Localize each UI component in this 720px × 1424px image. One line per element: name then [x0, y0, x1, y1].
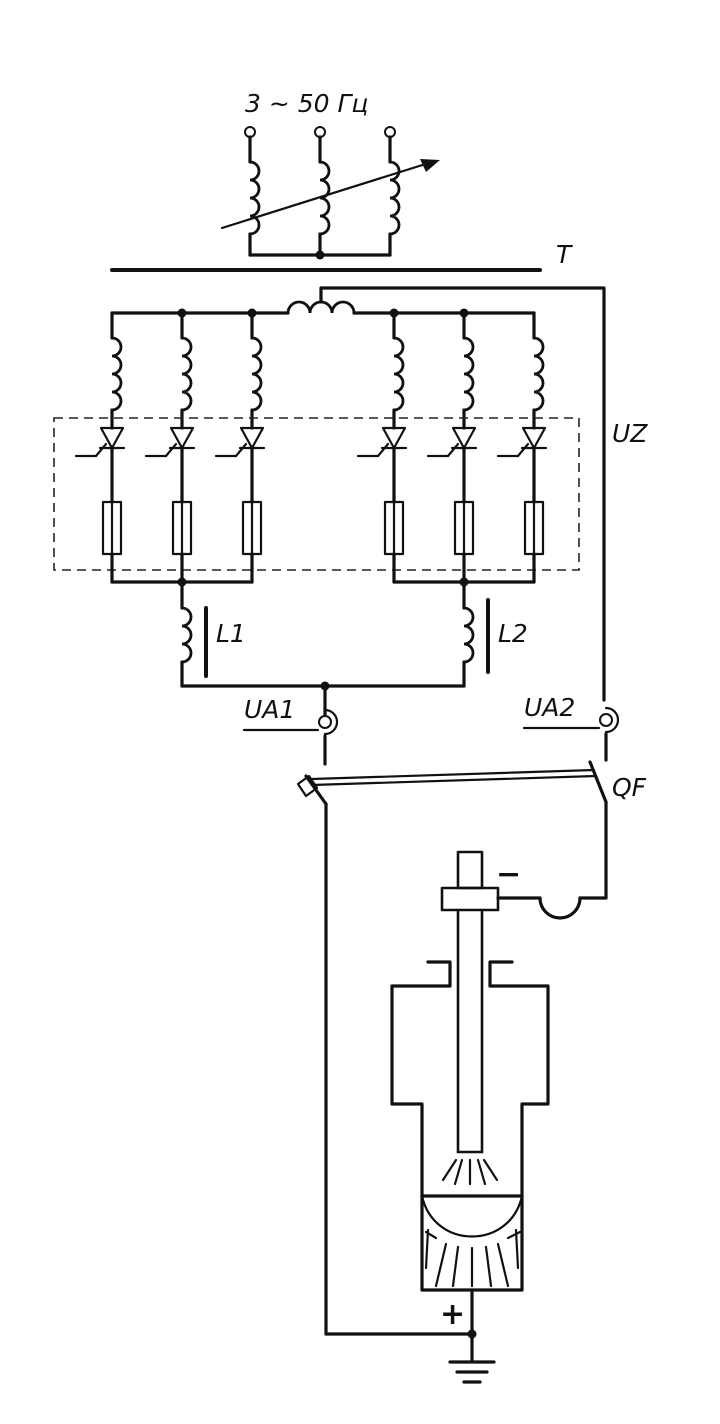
- current-sensor-ua2-label: UA2: [524, 693, 575, 722]
- choke-l1: [180, 580, 208, 688]
- electrode-polarity-sign: −: [496, 857, 521, 892]
- ground-icon: [448, 1360, 496, 1384]
- current-sensor-ua1-label: UA1: [244, 695, 295, 724]
- bath-polarity-sign: +: [440, 1297, 465, 1332]
- circuit-breaker-label: QF: [612, 773, 647, 802]
- fuse-icon: [101, 500, 545, 587]
- electrode: [440, 850, 500, 1154]
- choke-l2-label: L2: [498, 619, 528, 648]
- supply-terminals: [244, 126, 396, 138]
- choke-l2: [462, 580, 490, 688]
- primary-winding: [248, 135, 401, 260]
- supply-label: 3 ~ 50 Гц: [245, 89, 368, 118]
- thyristor-icon: [74, 426, 548, 504]
- rectifier-legs: [110, 311, 545, 430]
- electric-arc-icon: [441, 1158, 499, 1186]
- positive-return-lead: [324, 818, 477, 1362]
- regulation-arrow-icon: [220, 159, 440, 230]
- secondary-winding: [110, 286, 606, 702]
- current-sensor-ua2: [522, 706, 620, 762]
- positive-bus: [180, 681, 466, 718]
- negative-lead: [496, 816, 608, 920]
- rectifier-block-outline: [53, 417, 580, 571]
- rectifier-label: UZ: [612, 419, 648, 448]
- current-sensor-ua1: [242, 708, 339, 766]
- furnace-body: [390, 960, 550, 1292]
- transformer-label: T: [556, 240, 573, 269]
- choke-l1-label: L1: [216, 619, 246, 648]
- circuit-breaker-qf: [296, 760, 608, 822]
